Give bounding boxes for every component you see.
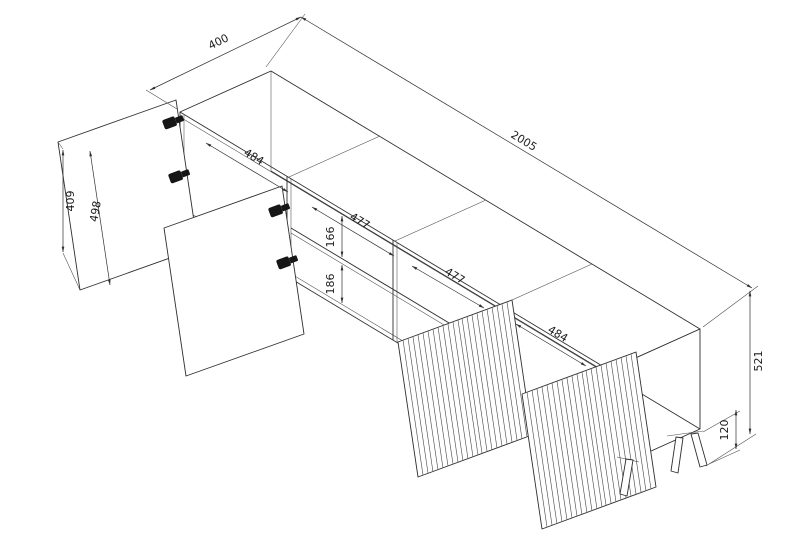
hinge-icon <box>162 115 185 130</box>
upper-shelf-space-label: 166 <box>324 227 337 248</box>
open-door-second <box>163 185 305 377</box>
hinge-icon <box>268 203 291 218</box>
leg <box>670 436 684 474</box>
hinge-icon <box>168 169 191 184</box>
dimension-lower-shelf-space: 186 <box>324 264 344 304</box>
open-door-second-panel <box>163 185 305 377</box>
flute-lines <box>402 301 528 476</box>
total-height-label: 521 <box>752 351 765 372</box>
total-width-label: 2005 <box>508 128 539 154</box>
cabinet-legs <box>616 430 708 497</box>
hinge-icon <box>276 255 299 270</box>
fluted-door-right <box>521 351 657 530</box>
depth-label: 400 <box>206 31 231 52</box>
dimension-upper-shelf-space: 166 <box>324 215 344 258</box>
fluted-door-right-panel <box>521 351 657 530</box>
lower-shelf-space-label: 186 <box>324 274 337 295</box>
door-width-label: 498 <box>87 200 103 223</box>
door-height-label: 409 <box>64 191 77 212</box>
dimension-total-height: 521 <box>705 290 765 467</box>
leg <box>690 432 708 468</box>
fluted-door-left-panel <box>397 299 533 478</box>
leg <box>619 458 634 497</box>
leg-height-label: 120 <box>718 420 731 441</box>
flute-lines <box>526 353 652 528</box>
dimension-leg-height: 120 <box>702 409 741 465</box>
dimension-door-width: 498 <box>87 150 111 286</box>
fluted-door-left <box>397 299 533 478</box>
dimension-door-height: 409 <box>57 141 81 291</box>
